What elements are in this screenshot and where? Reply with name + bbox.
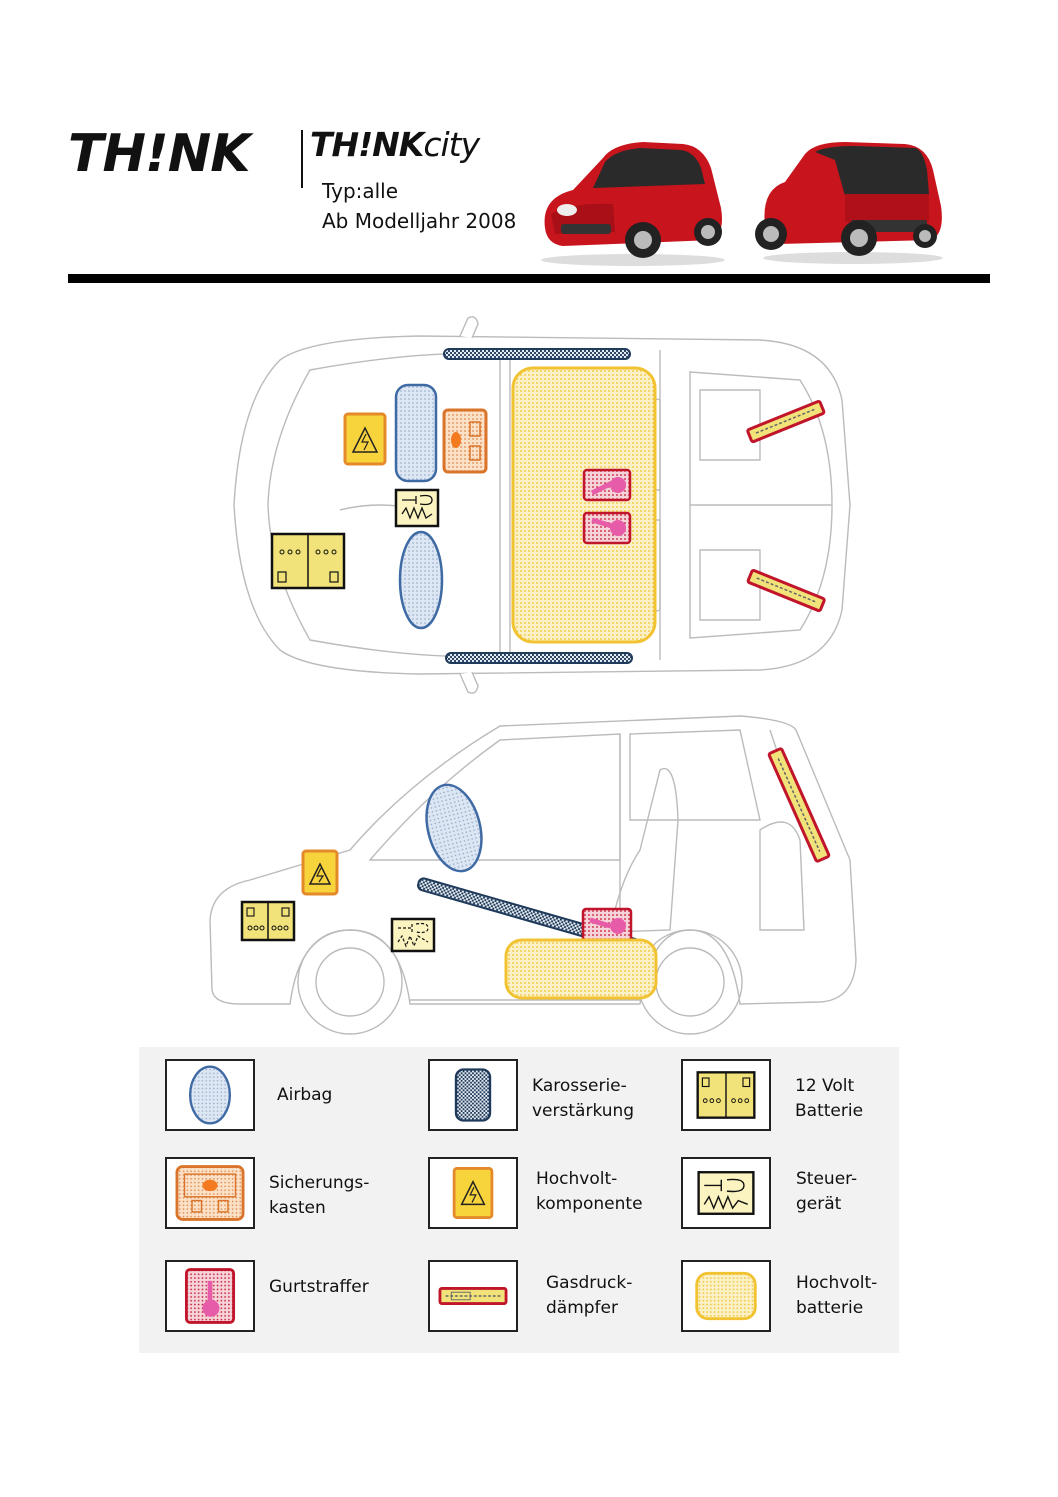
belt-tensioner-side bbox=[581, 907, 633, 943]
legend-hochvoltkomp-label: Hochvolt- komponente bbox=[536, 1169, 643, 1214]
legend-steuer-swatch bbox=[681, 1157, 771, 1229]
think-logo: TH!NK bbox=[68, 124, 251, 184]
control-unit-side bbox=[390, 917, 436, 953]
gas-damper-side bbox=[767, 747, 831, 863]
hv-battery-side bbox=[504, 938, 658, 1000]
car-side-view bbox=[209, 715, 857, 1035]
gas-damper-top-1 bbox=[746, 400, 826, 444]
model-year-label: Ab Modelljahr 2008 bbox=[322, 209, 517, 233]
car-photo-rear bbox=[755, 142, 943, 264]
legend-airbag-swatch bbox=[165, 1059, 255, 1131]
hv-component-top bbox=[343, 412, 387, 466]
logo-suffix: city bbox=[423, 125, 480, 164]
legend-gurt-swatch bbox=[165, 1260, 255, 1332]
control-unit-top bbox=[394, 488, 440, 528]
legend-gurt-label: Gurtstraffer bbox=[269, 1277, 369, 1297]
legend-steuer-label: Steuer- gerät bbox=[796, 1169, 858, 1214]
airbag-top-1 bbox=[394, 383, 438, 483]
legend-panel bbox=[139, 1047, 899, 1353]
logo-brand: TH!NK bbox=[310, 125, 424, 164]
belt-tensioner-top-1 bbox=[582, 468, 632, 502]
hv-component-side bbox=[301, 849, 339, 896]
legend-gasdruck-swatch bbox=[428, 1260, 518, 1332]
header-rule bbox=[68, 274, 990, 283]
fuse-box-top bbox=[442, 408, 488, 474]
legend-airbag-label: Airbag bbox=[277, 1085, 333, 1105]
karosserie-top-left bbox=[443, 348, 631, 360]
legend-sicherung-swatch bbox=[165, 1157, 255, 1229]
airbag-side bbox=[425, 783, 483, 873]
battery-12v-top bbox=[270, 532, 346, 590]
legend-battery12-label: 12 Volt Batterie bbox=[795, 1076, 864, 1121]
think-city-logo: TH!NKcity bbox=[310, 125, 480, 164]
legend-hochvoltbat-swatch bbox=[681, 1260, 771, 1332]
gas-damper-top-2 bbox=[746, 569, 826, 613]
car-photo-front bbox=[541, 142, 725, 266]
airbag-top-2 bbox=[398, 530, 444, 630]
hv-battery-top bbox=[511, 366, 657, 644]
legend-hochvoltbat-label: Hochvolt- batterie bbox=[796, 1273, 878, 1318]
legend-hochvoltkomp-swatch bbox=[428, 1157, 518, 1229]
legend-gasdruck-label: Gasdruck- dämpfer bbox=[546, 1273, 633, 1318]
karosserie-top-right bbox=[445, 652, 633, 664]
side-view-outline bbox=[209, 715, 857, 1035]
battery-12v-side bbox=[240, 900, 296, 942]
legend-karosserie-swatch bbox=[428, 1059, 518, 1131]
logo-divider bbox=[301, 130, 303, 188]
car-top-view bbox=[233, 316, 851, 694]
belt-tensioner-top-2 bbox=[582, 511, 632, 545]
type-label: Typ:alle bbox=[322, 179, 399, 203]
legend-sicherung-label: Sicherungs- kasten bbox=[269, 1173, 370, 1218]
legend-karosserie-label: Karosserie- verstärkung bbox=[532, 1076, 635, 1121]
legend-battery12-swatch bbox=[681, 1059, 771, 1131]
